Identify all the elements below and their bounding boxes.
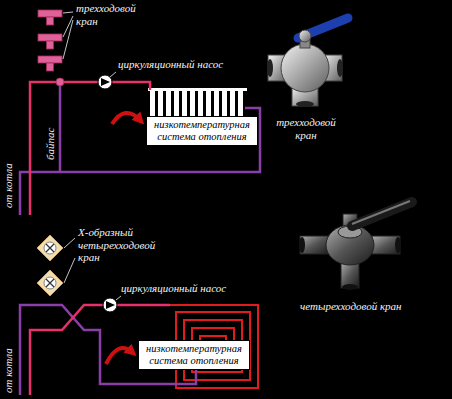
supply-pipe xyxy=(30,82,150,215)
valve-label: трехходовой кран xyxy=(76,2,148,27)
system-box: низкотемпературная система отопления xyxy=(138,340,250,370)
four-way-valve-symbol xyxy=(37,235,63,261)
four-way-valve-photo xyxy=(299,237,305,253)
leader-line xyxy=(63,20,73,59)
leader-line xyxy=(110,72,116,77)
three-way-valve-symbol xyxy=(38,10,64,86)
boiler-label: от котла xyxy=(2,163,15,208)
pump-label: циркуляционный насос xyxy=(121,282,226,295)
pump-symbol xyxy=(101,78,110,86)
three-way-valve-photo xyxy=(267,59,273,77)
box-text: низкотемпературная система отопления xyxy=(151,119,253,143)
flow-arrow xyxy=(106,348,132,364)
three-way-valve-symbol xyxy=(47,41,54,49)
three-way-valve-symbol xyxy=(38,56,62,63)
four-way-valve-symbol xyxy=(44,242,56,254)
pump-label: циркуляционный насос xyxy=(118,58,223,71)
system-box: низкотемпературная система отопления xyxy=(146,116,258,146)
four-way-valve-photo xyxy=(352,201,410,224)
pump-symbol xyxy=(103,298,117,312)
photo-caption: четырехходовой кран xyxy=(300,300,402,313)
three-way-valve-photo xyxy=(296,101,314,107)
leader-line xyxy=(64,258,75,283)
pump-symbol xyxy=(98,75,112,89)
supply-pipe xyxy=(30,82,150,215)
four-way-valve-photo xyxy=(342,284,358,290)
box-text: низкотемпературная система отопления xyxy=(143,343,245,367)
leader-line xyxy=(63,12,73,13)
four-way-valve-photo xyxy=(372,236,400,254)
return-pipe xyxy=(59,82,62,172)
three-way-valve-photo xyxy=(337,59,343,77)
four-way-valve-symbol xyxy=(46,279,54,287)
three-way-valve-symbol xyxy=(38,34,62,41)
four-way-valve-symbol xyxy=(44,277,56,289)
four-way-valve-symbol xyxy=(37,235,63,296)
three-way-valve-photo xyxy=(299,30,311,42)
photo-caption: трехходовой кран xyxy=(270,116,342,141)
four-way-valve-symbol xyxy=(46,244,54,252)
pump-symbol xyxy=(103,298,117,312)
leader-line xyxy=(116,296,121,300)
four-way-valve-photo xyxy=(299,201,412,290)
bypass-label: байпас xyxy=(44,128,57,160)
flow-arrow xyxy=(112,113,140,124)
return-pipe xyxy=(20,108,260,215)
four-way-valve-photo xyxy=(326,225,374,265)
boiler-label: от котла xyxy=(2,348,15,393)
pump-symbol xyxy=(98,75,112,89)
leader-line xyxy=(64,238,75,248)
three-way-valve-symbol xyxy=(47,63,54,71)
pump-symbol xyxy=(106,301,115,309)
four-way-valve-photo xyxy=(352,202,412,226)
three-way-valve-photo xyxy=(267,18,348,107)
three-way-valve-symbol xyxy=(38,10,62,17)
four-way-valve-symbol xyxy=(37,270,63,296)
four-way-valve-photo xyxy=(395,237,401,253)
four-way-valve-photo xyxy=(300,236,328,254)
three-way-valve-symbol xyxy=(47,17,54,25)
three-way-valve-photo xyxy=(281,44,329,92)
three-way-valve-symbol xyxy=(56,78,64,86)
return-pipe xyxy=(20,82,260,215)
valve-label: Х-образный четырехходовой кран xyxy=(78,226,168,264)
